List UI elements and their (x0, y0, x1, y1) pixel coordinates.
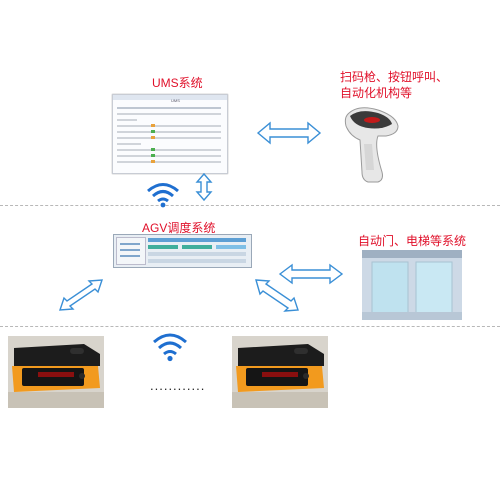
double-arrow-ums-scanner (256, 121, 322, 145)
sliding-door-icon (362, 250, 462, 320)
ums-screenshot: UMS (112, 94, 228, 174)
ums-header-text: UMS (171, 98, 180, 103)
divider-bottom (0, 326, 500, 327)
divider-top (0, 205, 500, 206)
agv-robot-icon (232, 336, 328, 408)
double-arrow-agv-robot-right (255, 279, 299, 312)
ellipsis-text: ............ (150, 378, 206, 393)
double-arrow-agv-doors (278, 263, 344, 285)
agv-screenshot (113, 234, 252, 268)
agv-label: AGV调度系统 (142, 221, 216, 235)
ums-label: UMS系统 (152, 76, 203, 90)
doors-label: 自动门、电梯等系统 (358, 234, 467, 248)
double-arrow-ums-agv (195, 172, 213, 202)
double-arrow-agv-robot-left (59, 279, 103, 311)
wifi-icon (153, 333, 187, 362)
barcode-scanner-icon (344, 107, 399, 183)
wifi-icon (147, 183, 179, 208)
scanner-label-line1: 扫码枪、按钮呼叫、 (340, 70, 449, 84)
agv-robot-icon (8, 336, 104, 408)
scanner-label-line2: 自动化机构等 (340, 86, 413, 100)
